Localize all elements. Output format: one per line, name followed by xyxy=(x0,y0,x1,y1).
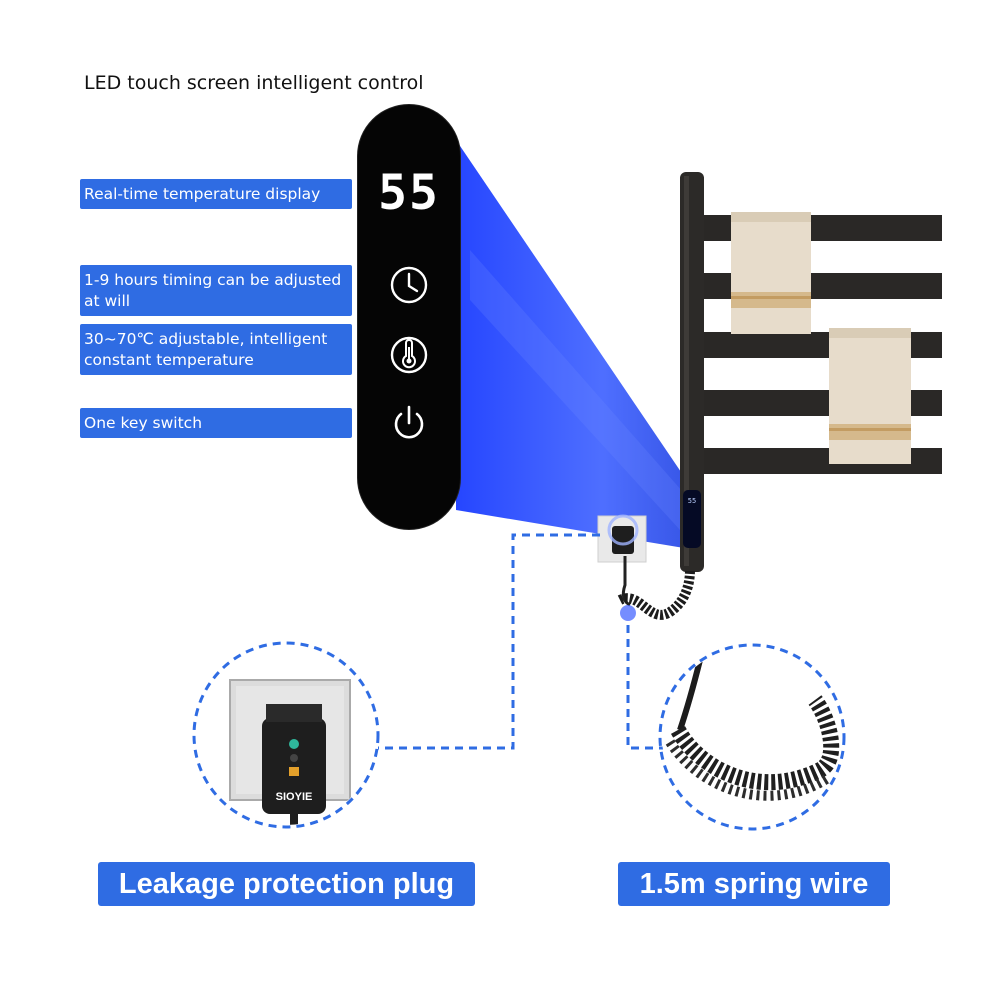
rail-panel-readout: 55 xyxy=(687,497,697,505)
leakage-plug-label: Leakage protection plug xyxy=(98,862,475,906)
temperature-readout: 55 xyxy=(378,165,440,221)
feature-label-temperature-display: Real-time temperature display xyxy=(80,179,352,209)
clock-icon[interactable] xyxy=(387,263,431,307)
spring-wire-image xyxy=(662,647,842,827)
plug-brand: SIOYIE xyxy=(276,791,313,803)
thermometer-icon[interactable] xyxy=(387,333,431,377)
page-heading: LED touch screen intelligent control xyxy=(84,72,424,94)
control-panel: 55 xyxy=(358,105,460,529)
towels xyxy=(731,212,911,464)
feature-label-timing: 1-9 hours timing can be adjusted at will xyxy=(80,265,352,316)
power-icon[interactable] xyxy=(387,401,431,445)
feature-label-one-key-switch: One key switch xyxy=(80,408,352,438)
leakage-plug-image xyxy=(196,645,376,825)
spring-wire-label: 1.5m spring wire xyxy=(618,862,890,906)
projection-beam xyxy=(456,140,700,548)
connector-lines xyxy=(192,533,846,831)
feature-label-constant-temperature: 30~70℃ adjustable, intelligent constant … xyxy=(80,324,352,375)
